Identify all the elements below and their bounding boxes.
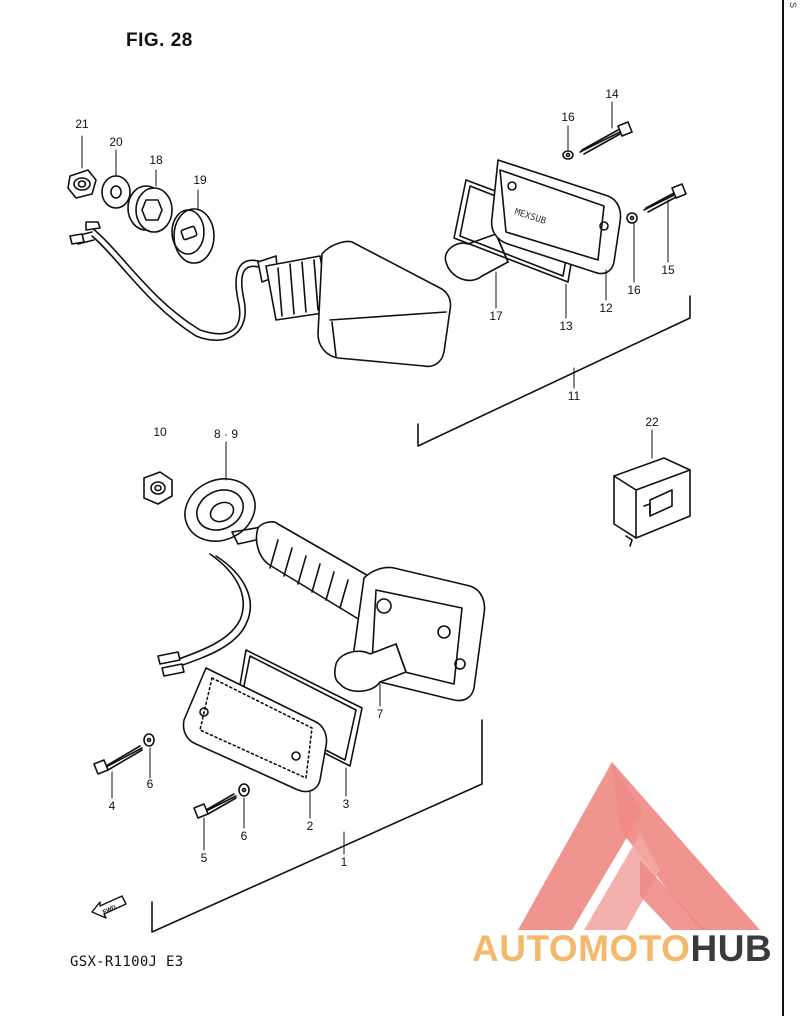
callout-15: 15 bbox=[661, 263, 675, 277]
callout-17: 17 bbox=[489, 309, 503, 323]
part-7-bulb bbox=[334, 643, 407, 693]
callout-10: 10 bbox=[153, 425, 167, 439]
callout-5: 5 bbox=[200, 851, 208, 865]
upper-wire-harness bbox=[69, 221, 263, 341]
part-20-washer bbox=[101, 175, 131, 209]
watermark-text-part2: HUB bbox=[690, 928, 773, 969]
part-16-washer-upper bbox=[562, 150, 574, 160]
triangle-m-logo bbox=[518, 762, 760, 930]
watermark-text-part1: AUTOMOTO bbox=[472, 928, 691, 969]
callout-3: 3 bbox=[342, 797, 350, 811]
part-10-nut bbox=[143, 471, 173, 505]
callout-19: 19 bbox=[193, 173, 207, 187]
fwd-arrow-icon: FWD bbox=[91, 895, 127, 919]
callout-6-b: 6 bbox=[240, 829, 248, 843]
leader-lines bbox=[81, 101, 669, 855]
part-8-9-gasket bbox=[184, 478, 256, 542]
part-18-grommet bbox=[127, 185, 173, 233]
upper-signal-housing bbox=[317, 240, 452, 368]
callout-1: 1 bbox=[340, 855, 348, 869]
part-6-washer-b bbox=[238, 783, 250, 797]
callout-20: 20 bbox=[109, 135, 123, 149]
callout-2: 2 bbox=[306, 819, 314, 833]
callout-16-side: 16 bbox=[627, 283, 641, 297]
part-12-lens: MEXSUB bbox=[490, 159, 622, 275]
callout-21: 21 bbox=[75, 117, 89, 131]
part-6-washer-a bbox=[143, 733, 155, 747]
part-21-nut bbox=[67, 169, 97, 199]
watermark-text: AUTOMOTOHUB bbox=[472, 928, 772, 970]
part-4-screw bbox=[93, 745, 143, 775]
part-17-bulb bbox=[444, 233, 509, 282]
corner-mark: S bbox=[788, 2, 798, 9]
part-2-lens bbox=[182, 667, 328, 793]
right-border-line bbox=[782, 0, 784, 1016]
lower-wire-harness bbox=[157, 553, 251, 677]
model-code: GSX-R1100J E3 bbox=[70, 954, 184, 970]
callout-18: 18 bbox=[149, 153, 163, 167]
fwd-arrow-text: FWD bbox=[102, 905, 118, 916]
callout-12: 12 bbox=[599, 301, 613, 315]
callout-13: 13 bbox=[559, 319, 573, 333]
part-15-screw bbox=[643, 183, 687, 213]
callout-11: 11 bbox=[567, 389, 581, 403]
figure-title: FIG. 28 bbox=[126, 30, 193, 51]
callout-22: 22 bbox=[645, 415, 659, 429]
part-5-screw bbox=[193, 793, 237, 819]
part-22-relay bbox=[613, 457, 691, 547]
callout-4: 4 bbox=[108, 799, 116, 813]
bracket-1 bbox=[151, 719, 483, 933]
part-19-cushion bbox=[171, 208, 215, 264]
lower-signal-stem bbox=[231, 521, 373, 621]
part-16-washer-side bbox=[626, 212, 638, 224]
callout-16-upper: 16 bbox=[561, 110, 575, 124]
callout-6-a: 6 bbox=[146, 777, 154, 791]
callout-8-9: 8 · 9 bbox=[213, 427, 239, 441]
part-14-screw bbox=[579, 121, 633, 155]
bracket-11 bbox=[417, 295, 691, 447]
callout-7: 7 bbox=[376, 707, 384, 721]
callout-14: 14 bbox=[605, 87, 619, 101]
